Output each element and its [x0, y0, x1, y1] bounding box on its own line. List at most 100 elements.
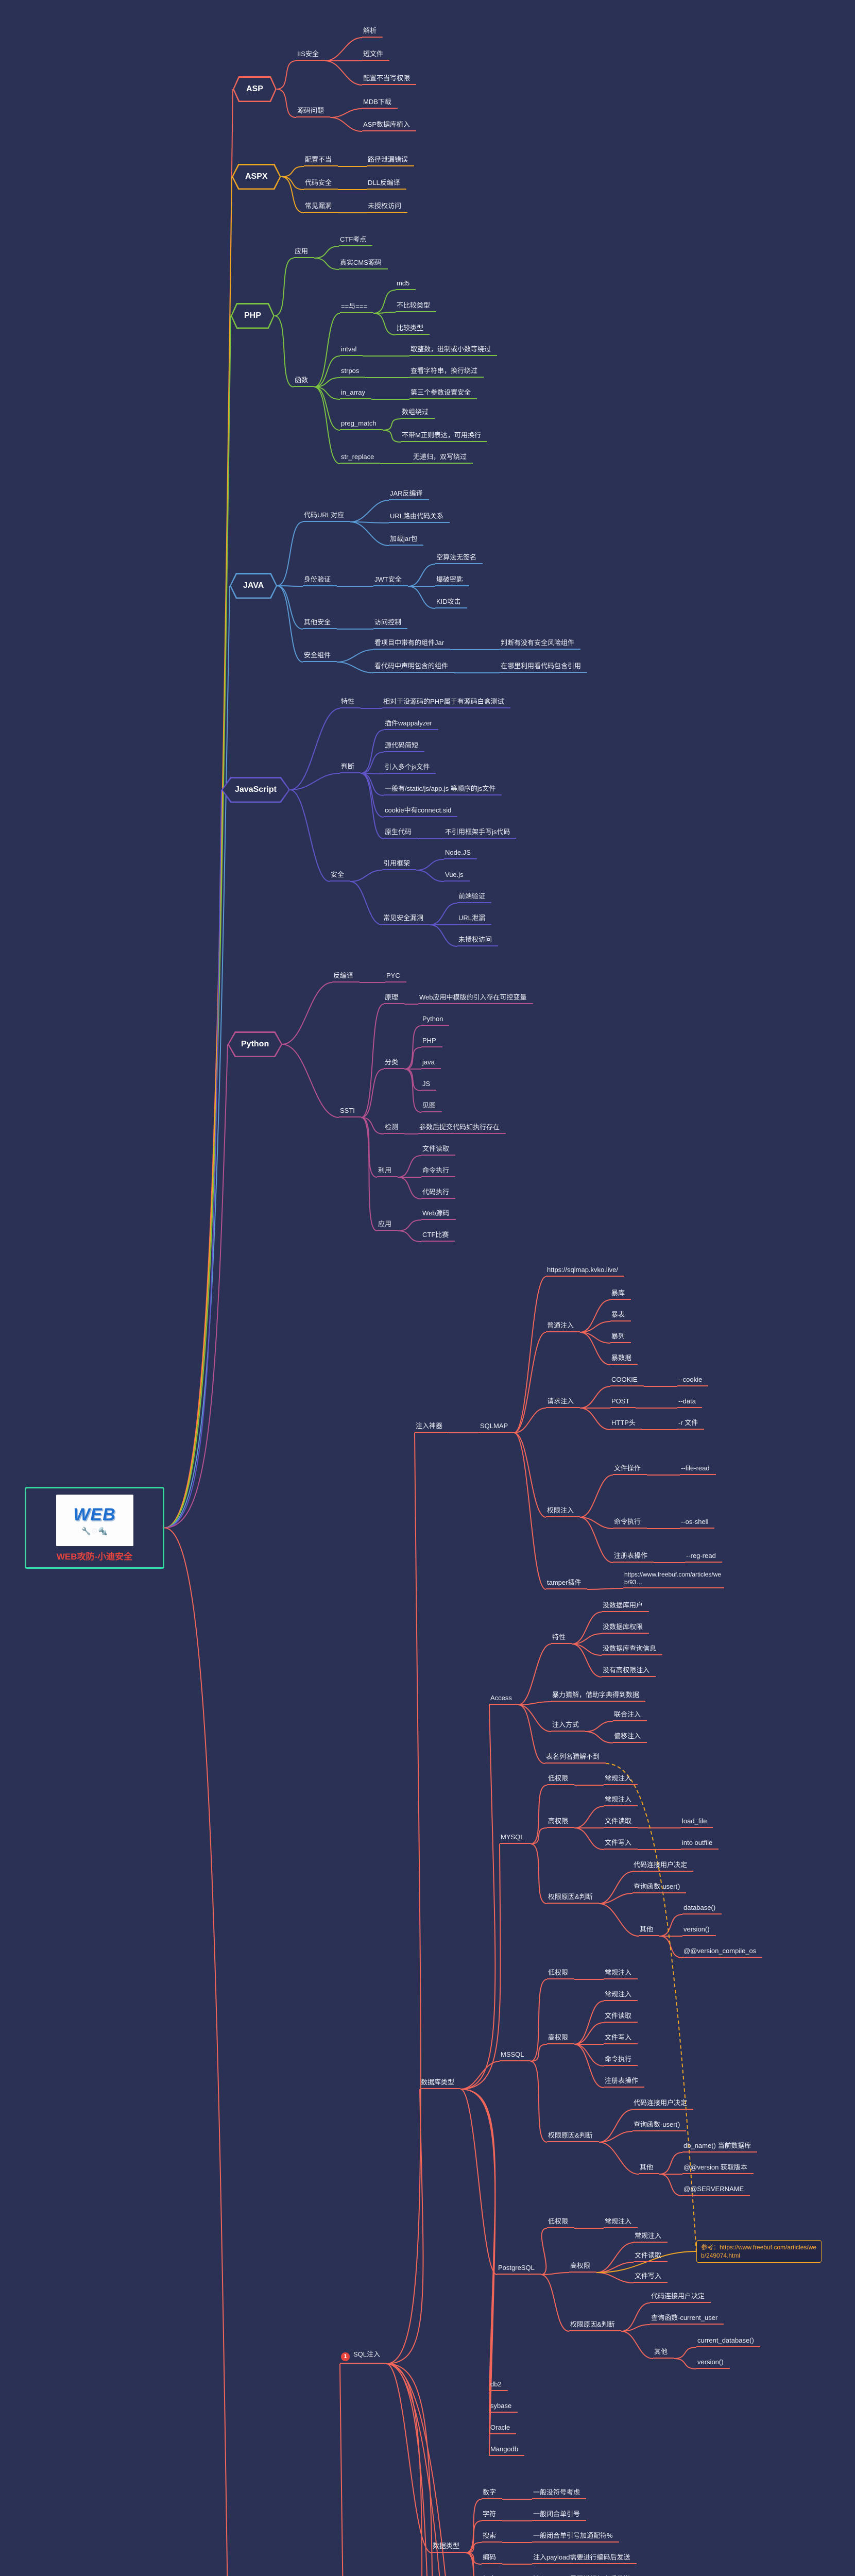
node-js[interactable]: JavaScript — [221, 777, 290, 803]
node-php-intval-n[interactable]: 取整数，进制或小数等绕过 — [409, 344, 498, 357]
node-php-md5[interactable]: md5 — [396, 278, 416, 291]
node-php-intval[interactable]: intval — [340, 344, 363, 357]
node-pgp3[interactable]: 其他 — [653, 2347, 674, 2359]
node-wjcz-t[interactable]: --file-read — [680, 1463, 716, 1476]
node-acc-t1[interactable]: 没数据库用户 — [602, 1600, 649, 1613]
node-py[interactable]: Python — [228, 1031, 282, 1057]
node-js-tx[interactable]: 特性 — [340, 697, 361, 709]
node-php-bb[interactable]: 不比较类型 — [396, 300, 437, 313]
node-js-native-n[interactable]: 不引用框架手写js代码 — [444, 827, 517, 839]
node-ptzr[interactable]: 普通注入 — [546, 1320, 580, 1333]
node-aspx-dm[interactable]: 代码安全 — [304, 178, 338, 190]
node-mp1[interactable]: 代码连接用户决定 — [632, 1860, 694, 1872]
node-msh3[interactable]: 文件写入 — [604, 2032, 638, 2045]
node-php-preg[interactable]: preg_match — [340, 418, 383, 431]
node-java[interactable]: JAVA — [230, 573, 277, 599]
node-py-jc[interactable]: 检测 — [384, 1122, 405, 1134]
node-j-comp1n[interactable]: 判断有没有安全风险组件 — [500, 638, 581, 650]
node-js-vue[interactable]: Vue.js — [444, 870, 470, 882]
node-php-preg1[interactable]: 数组绕过 — [401, 407, 435, 419]
node-sea[interactable]: 搜索 — [482, 2531, 503, 2543]
node-php-strrep[interactable]: str_replace — [340, 452, 381, 464]
node-j-jwt[interactable]: JWT安全 — [373, 574, 408, 587]
node-pgh1[interactable]: 常规注入 — [634, 2231, 668, 2243]
node-msp3b[interactable]: @@version 获取版本 — [682, 2162, 754, 2175]
node-ms-perm[interactable]: 权限原因&判断 — [547, 2130, 599, 2143]
node-js-node[interactable]: Node.JS — [444, 848, 477, 860]
node-mangodb[interactable]: Mangodb — [489, 2444, 525, 2456]
node-asp-iis[interactable]: IIS安全 — [296, 49, 325, 61]
node-note249[interactable]: 参考：https://www.freebuf.com/articles/web/… — [696, 2240, 822, 2263]
node-sqlmap[interactable]: SQLMAP — [479, 1421, 515, 1433]
node-asp-ym[interactable]: 源码问题 — [296, 106, 331, 118]
node-my-low-c[interactable]: 常规注入 — [604, 1773, 638, 1786]
node-msh1[interactable]: 常规注入 — [604, 1989, 638, 2002]
node-mh3-t[interactable]: into outfile — [681, 1838, 719, 1850]
node-js-pd[interactable]: 判断 — [340, 761, 361, 774]
node-dtype[interactable]: 数据类型 — [432, 2541, 466, 2553]
node-num[interactable]: 数字 — [482, 2487, 503, 2500]
node-sybase[interactable]: sybase — [489, 2401, 518, 2413]
node-root[interactable]: WEB🔧⚙🔩WEB攻防-小迪安全 — [25, 1487, 164, 1569]
node-py-c1[interactable]: Python — [421, 1014, 450, 1026]
node-asp-mdb[interactable]: MDB下载 — [362, 97, 398, 109]
node-php-preg2[interactable]: 不带M正则表达，可用换行 — [401, 430, 487, 443]
node-py-yl-n[interactable]: Web应用中模版的引入存在可控变量 — [418, 992, 533, 1005]
node-msh2[interactable]: 文件读取 — [604, 2011, 638, 2023]
node-num-n[interactable]: 一般没符号考虑 — [532, 2487, 587, 2500]
node-my-perm[interactable]: 权限原因&判断 — [547, 1892, 599, 1904]
node-chr[interactable]: 字符 — [482, 2509, 503, 2521]
node-ck[interactable]: COOKIE — [610, 1375, 644, 1387]
node-j-jar[interactable]: JAR反编译 — [389, 488, 429, 501]
node-bku[interactable]: 暴库 — [610, 1288, 631, 1300]
node-js-static[interactable]: 一般有/static/js/app.js 等顺序的js文件 — [384, 784, 502, 796]
node-j-other[interactable]: 其他安全 — [303, 617, 337, 630]
node-php-inarr-n[interactable]: 第三个参数设置安全 — [409, 387, 477, 400]
node-mh3[interactable]: 文件写入 — [604, 1838, 638, 1850]
node-mlzx2[interactable]: 命令执行 — [613, 1517, 647, 1529]
node-httph-t[interactable]: -r 文件 — [677, 1418, 705, 1430]
node-aspx[interactable]: ASPX — [232, 164, 281, 190]
node-js-multi[interactable]: 引入多个js文件 — [384, 762, 436, 774]
node-js-sec[interactable]: 安全 — [330, 870, 351, 882]
node-msp3[interactable]: 其他 — [639, 2162, 660, 2175]
node-ms-low-c[interactable]: 常规注入 — [604, 1968, 638, 1980]
node-msh5[interactable]: 注册表操作 — [604, 2076, 645, 2088]
node-py-yy1[interactable]: Web源码 — [421, 1208, 456, 1221]
node-php-strpos[interactable]: strpos — [340, 366, 366, 378]
node-mp3[interactable]: 其他 — [639, 1924, 660, 1937]
node-my-high[interactable]: 高权限 — [547, 1816, 575, 1828]
node-py-yy2[interactable]: CTF比赛 — [421, 1230, 455, 1242]
node-acc-tx[interactable]: 特性 — [551, 1632, 572, 1645]
node-mp3c[interactable]: @@version_compile_os — [682, 1946, 763, 1958]
node-enc-n[interactable]: 注入payload需要进行编码后发送 — [532, 2552, 637, 2565]
node-mh2[interactable]: 文件读取 — [604, 1816, 638, 1828]
node-asp-db[interactable]: ASP数据库植入 — [362, 120, 417, 132]
node-asp[interactable]: ASP — [233, 76, 277, 102]
node-kvko[interactable]: https://sqlmap.kvko.live/ — [546, 1265, 624, 1277]
node-acc-bf[interactable]: 暴力猜解，借助字典得到数据 — [551, 1690, 646, 1702]
node-ck-t[interactable]: --cookie — [677, 1375, 709, 1387]
node-pg-perm[interactable]: 权限原因&判断 — [569, 2319, 621, 2332]
node-js-url[interactable]: URL泄漏 — [457, 913, 492, 925]
node-py-c4[interactable]: JS — [421, 1079, 437, 1091]
node-dbtype[interactable]: 数据库类型 — [420, 2077, 461, 2090]
node-py-ly2[interactable]: 命令执行 — [421, 1165, 456, 1178]
node-mp3b[interactable]: version() — [682, 1924, 716, 1937]
node-my-low[interactable]: 低权限 — [547, 1773, 575, 1786]
node-php-eq[interactable]: ==与=== — [340, 301, 373, 314]
node-php-bj[interactable]: 比较类型 — [396, 323, 430, 335]
node-access[interactable]: Access — [489, 1693, 518, 1705]
node-asp-jx[interactable]: 解析 — [362, 26, 383, 38]
node-aspx-pz-n[interactable]: 路径泄漏错误 — [367, 155, 415, 167]
node-py-fl[interactable]: 分类 — [384, 1057, 405, 1070]
node-php-ctf[interactable]: CTF考点 — [339, 234, 373, 247]
node-js-front[interactable]: 前端验证 — [457, 891, 492, 904]
node-qqzr[interactable]: 请求注入 — [546, 1396, 580, 1409]
node-aspx-pz[interactable]: 配置不当 — [304, 155, 338, 167]
node-php[interactable]: PHP — [231, 303, 275, 329]
node-py-fb[interactable]: 反编译 — [332, 971, 360, 983]
node-acc-guess[interactable]: 表名列名猜解不到 — [545, 1752, 606, 1764]
node-j-url[interactable]: 代码URL对应 — [303, 510, 351, 522]
